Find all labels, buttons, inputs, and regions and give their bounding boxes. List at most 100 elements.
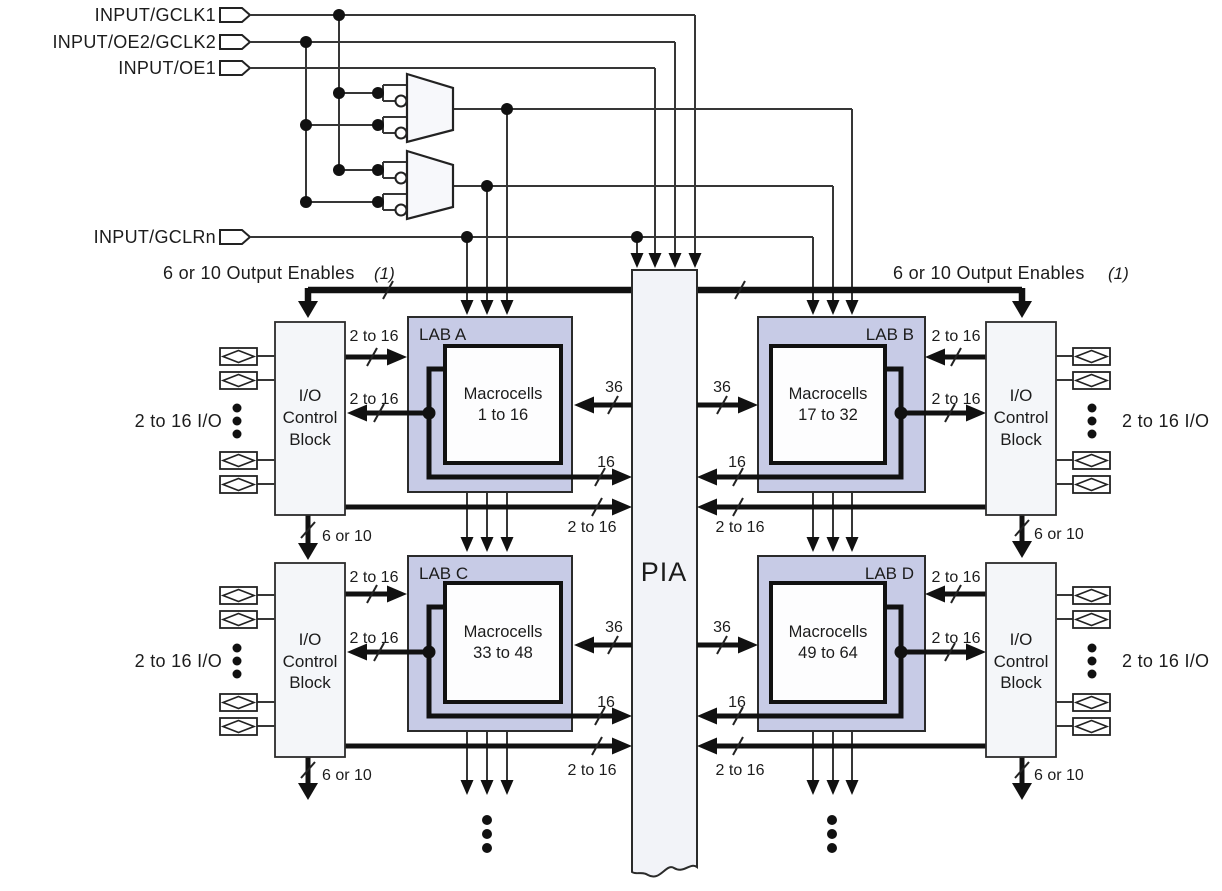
- input-pin-icon: [219, 60, 251, 76]
- io-block-line1: I/O: [299, 386, 322, 405]
- width-label: 6 or 10: [322, 767, 372, 784]
- oe-bus-label-right: 6 or 10 Output Enables: [893, 263, 1085, 283]
- bus-width-labels: 2 to 16 2 to 16 2 to 16 2 to 16 2 to 16 …: [322, 328, 1084, 784]
- width-label: 2 to 16: [350, 569, 399, 586]
- inverter-bubble-icon: [394, 94, 408, 108]
- io-pin-icon: [1072, 371, 1111, 390]
- input-pin-gclk1: INPUT/GCLK1: [95, 5, 251, 25]
- width-label: 6 or 10: [322, 528, 372, 545]
- width-label: 2 to 16: [568, 762, 617, 779]
- io-block-line1: I/O: [1010, 630, 1033, 649]
- io-pin-icon: [1072, 610, 1111, 629]
- io-control-block-box: [274, 321, 346, 516]
- io-pin-icon: [219, 586, 258, 605]
- oe-bus-label-left: 6 or 10 Output Enables: [163, 263, 355, 283]
- io-pins-left-top: 2 to 16 I/O: [135, 347, 275, 494]
- width-label: 2 to 16: [350, 391, 399, 408]
- io-block-line3: Block: [289, 430, 331, 449]
- width-label: 2 to 16: [932, 328, 981, 345]
- global-signal-wires: [250, 14, 853, 301]
- lab-d: LAB D Macrocells 49 to 64: [697, 555, 986, 732]
- ellipsis-dot: [827, 843, 837, 853]
- lab-a-macrocells-box: [443, 344, 563, 465]
- macrocell-feedback-path: [714, 604, 904, 719]
- lab-c-macrocells-line2: 33 to 48: [473, 644, 533, 662]
- width-label: 16: [597, 694, 615, 711]
- macrocell-feedback-path: [714, 366, 904, 480]
- lab-a: LAB A Macrocells 1 to 16: [347, 316, 632, 493]
- io-pins-right-top: 2 to 16 I/O: [1056, 347, 1209, 494]
- input-pin-gclrn-label: INPUT/GCLRn: [94, 227, 216, 247]
- oe-bus-footnote-right: (1): [1108, 264, 1129, 283]
- width-label: 36: [713, 379, 731, 396]
- io-count-label: 2 to 16 I/O: [135, 411, 222, 431]
- lab-c-macrocells-box: [443, 581, 563, 704]
- width-label: 6 or 10: [1034, 526, 1084, 543]
- io-control-block-left-top: I/O Control Block: [274, 321, 346, 516]
- lab-d-macrocells-line2: 49 to 64: [798, 644, 858, 662]
- io-pin-icon: [219, 451, 258, 470]
- io-count-label: 2 to 16 I/O: [1122, 411, 1209, 431]
- width-label: 16: [597, 454, 615, 471]
- clock-mux-top: [394, 72, 455, 144]
- ellipsis-dot: [482, 815, 492, 825]
- lab-c-title: LAB C: [419, 564, 468, 583]
- io-block-line2: Control: [283, 652, 338, 671]
- width-label: 2 to 16: [568, 519, 617, 536]
- io-block-line2: Control: [994, 408, 1049, 427]
- lab-a-macrocells-line2: 1 to 16: [478, 406, 528, 424]
- io-count-label: 2 to 16 I/O: [135, 651, 222, 671]
- lab-b-macrocells-line2: 17 to 32: [798, 406, 858, 424]
- lab-b: LAB B Macrocells 17 to 32: [697, 316, 986, 493]
- width-label: 36: [713, 619, 731, 636]
- width-label: 2 to 16: [350, 630, 399, 647]
- width-label: 2 to 16: [716, 519, 765, 536]
- width-label: 6 or 10: [1034, 767, 1084, 784]
- io-control-block-box: [274, 562, 346, 758]
- inverter-bubble-icon: [394, 171, 408, 185]
- io-pin-icon: [219, 693, 258, 712]
- io-pin-icon: [219, 610, 258, 629]
- clock-mux-bottom: [394, 149, 455, 221]
- ellipsis-dot: [827, 815, 837, 825]
- io-pin-icon: [1072, 451, 1111, 470]
- junction-dots: [300, 9, 643, 243]
- io-pins-right-bottom: 2 to 16 I/O: [1056, 586, 1209, 736]
- width-label: 2 to 16: [716, 762, 765, 779]
- ellipsis-dot: [827, 829, 837, 839]
- lab-d-macrocells-line1: Macrocells: [789, 623, 868, 641]
- io-pin-icon: [219, 717, 258, 736]
- io-block-line2: Control: [283, 408, 338, 427]
- io-control-block-box: [985, 562, 1057, 758]
- width-label: 16: [728, 454, 746, 471]
- input-pin-gclrn: INPUT/GCLRn: [94, 227, 251, 247]
- io-pin-icon: [1072, 586, 1111, 605]
- io-block-line3: Block: [1000, 430, 1042, 449]
- io-pin-icon: [219, 475, 258, 494]
- lab-c-macrocells-line1: Macrocells: [464, 623, 543, 641]
- lab-d-title: LAB D: [865, 564, 914, 583]
- bus-arrows: [298, 348, 1032, 800]
- input-pin-oe1-label: INPUT/OE1: [118, 58, 216, 78]
- bus-width-slashes: [300, 347, 1030, 779]
- io-pin-icon: [219, 347, 258, 366]
- width-label: 2 to 16: [932, 630, 981, 647]
- lab-b-macrocells-box: [769, 344, 887, 465]
- bus-slash: [734, 280, 746, 300]
- ellipsis-dot: [482, 843, 492, 853]
- io-block-line1: I/O: [1010, 386, 1033, 405]
- ellipsis-dot: [482, 829, 492, 839]
- lab-a-title: LAB A: [419, 325, 467, 344]
- io-control-block-right-top: I/O Control Block: [985, 321, 1057, 516]
- input-pin-oe2-gclk2-label: INPUT/OE2/GCLK2: [52, 32, 216, 52]
- lab-d-macrocells-box: [769, 581, 887, 704]
- lab-a-macrocells-line1: Macrocells: [464, 385, 543, 403]
- macrocell-feedback-path: [426, 366, 614, 480]
- pia-column: [631, 269, 698, 878]
- io-block-line1: I/O: [299, 630, 322, 649]
- input-pin-oe1: INPUT/OE1: [118, 58, 251, 78]
- io-block-line2: Control: [994, 652, 1049, 671]
- bus-slash: [382, 280, 394, 300]
